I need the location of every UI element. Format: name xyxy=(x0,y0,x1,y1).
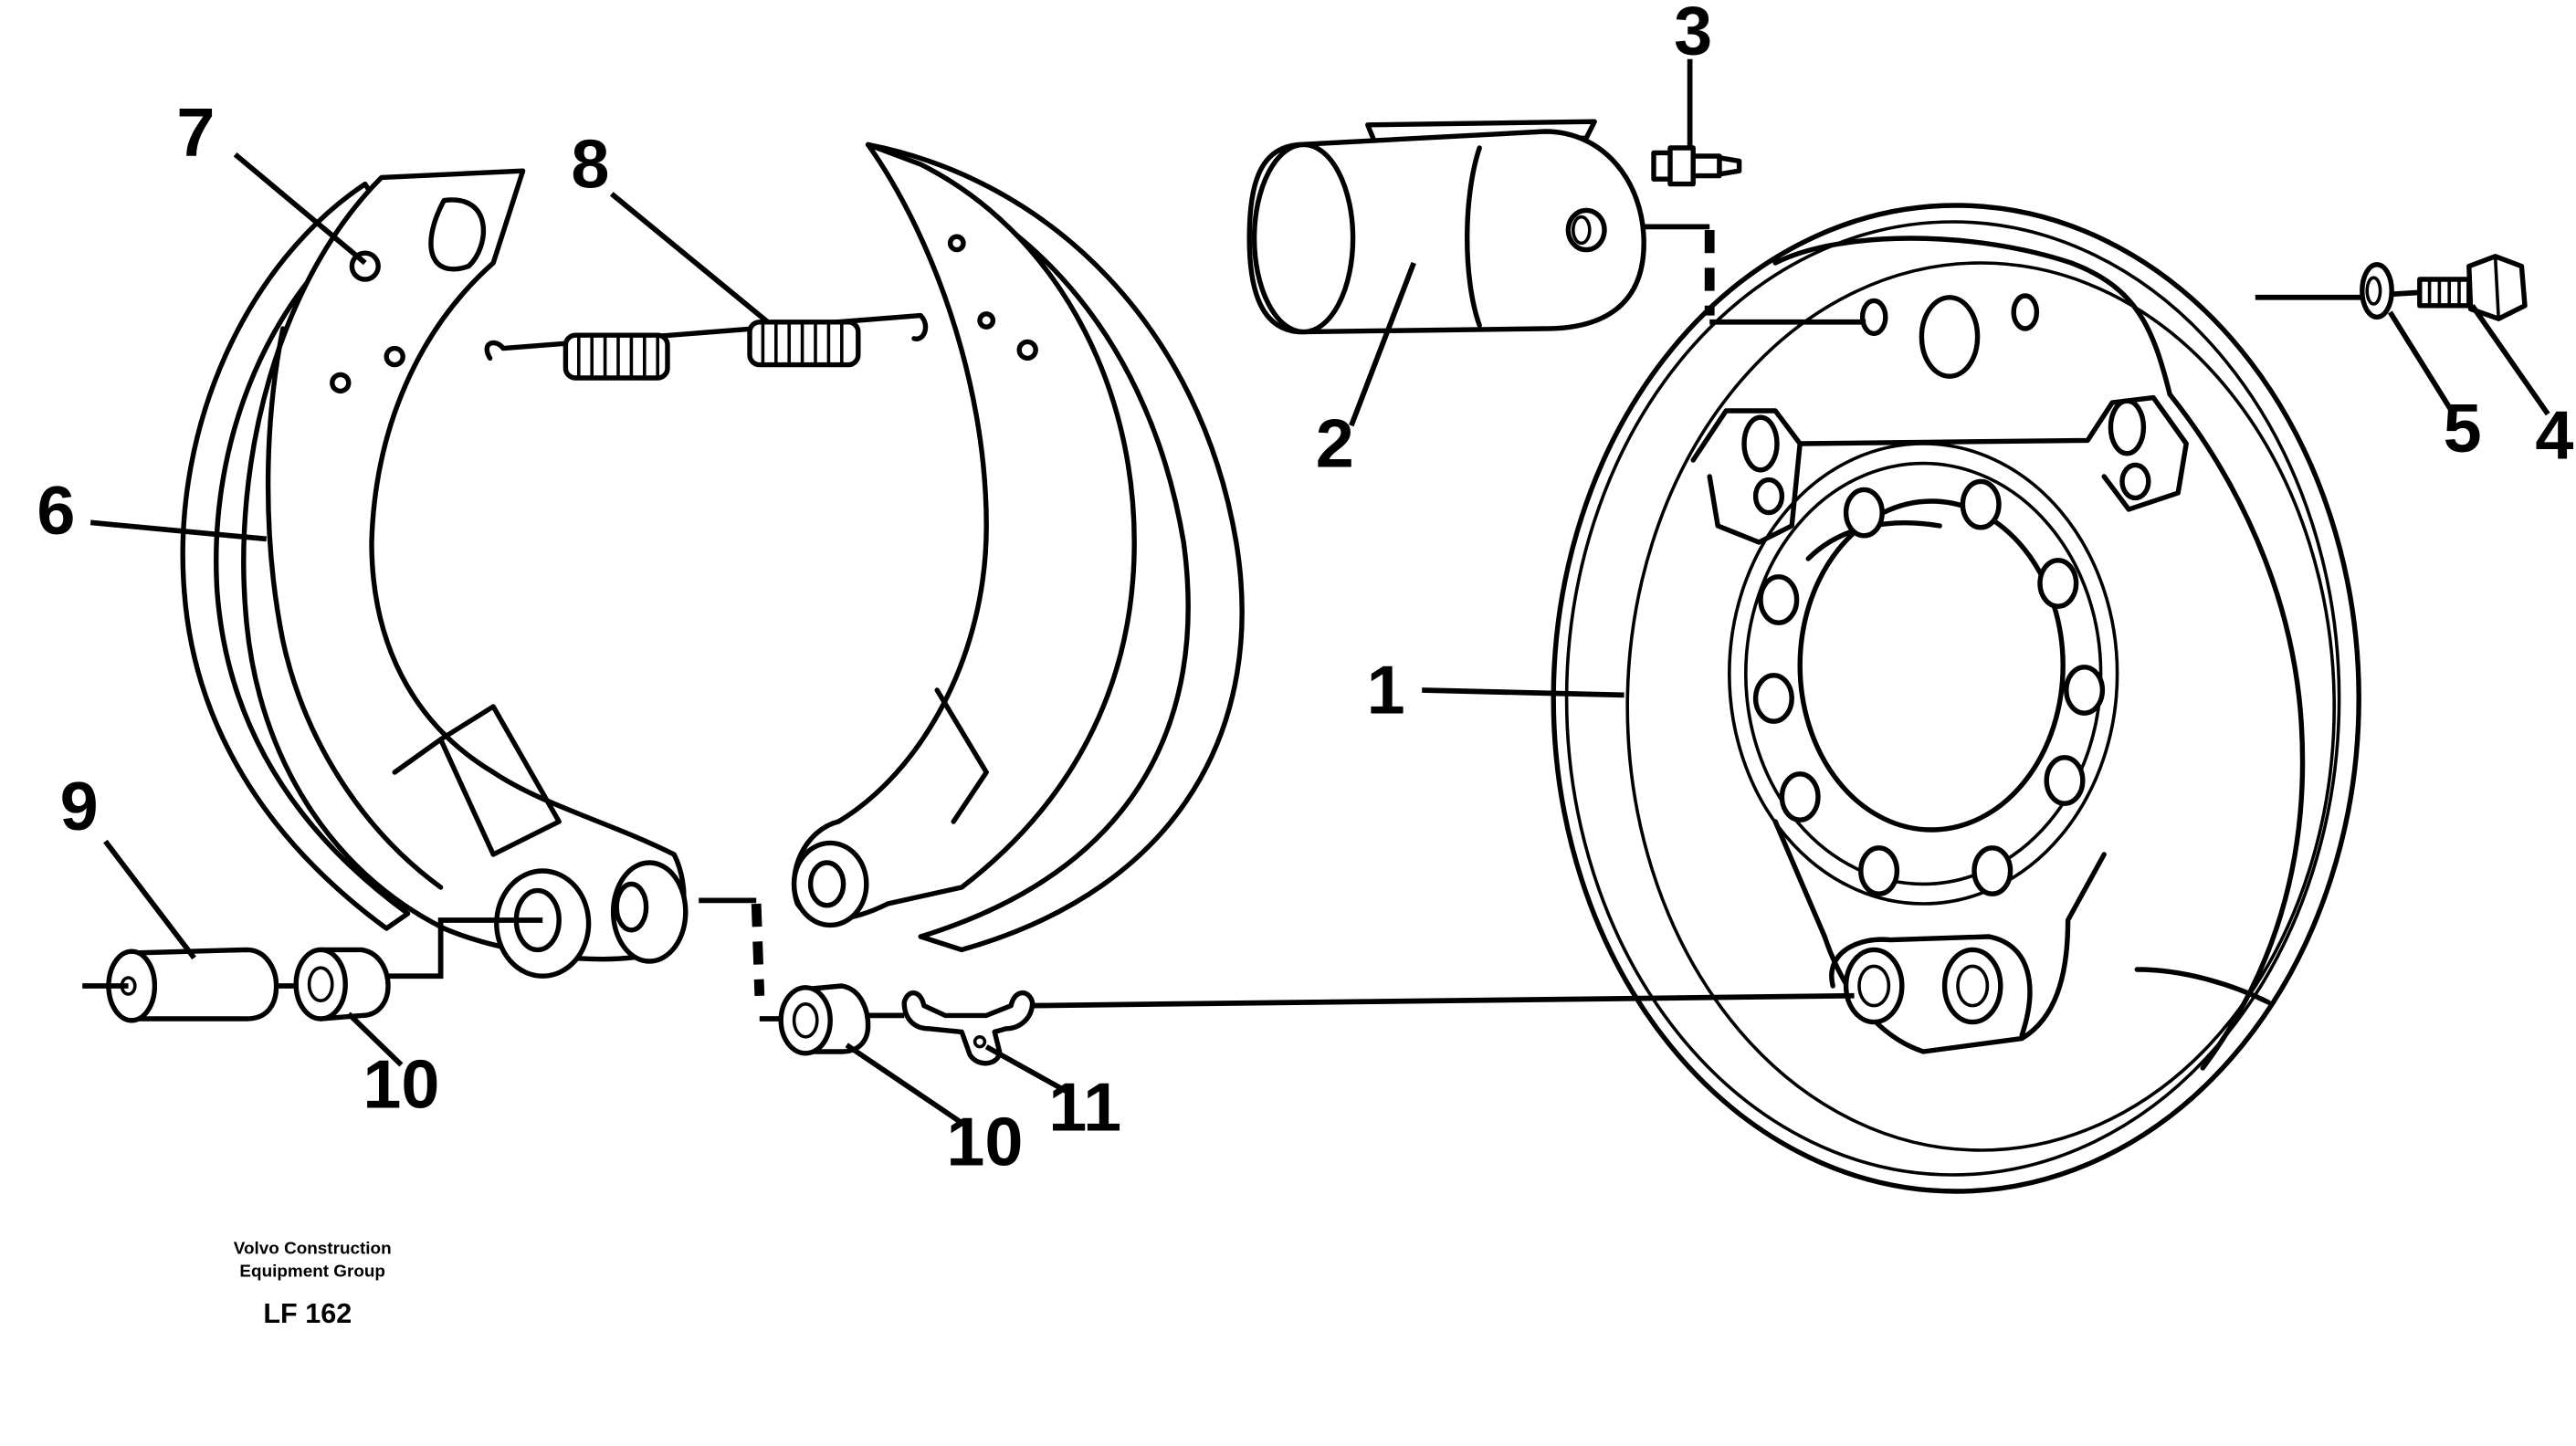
brake-shoe-right xyxy=(791,141,1245,953)
bleeder-screw xyxy=(1651,145,1742,187)
bushing-right xyxy=(778,983,871,1056)
callout-9: 9 xyxy=(60,769,99,845)
callout-1: 1 xyxy=(1367,652,1405,728)
spring-coil-right xyxy=(747,320,861,368)
callout-6: 6 xyxy=(37,473,75,550)
spring-coil-left xyxy=(563,332,670,381)
callout-4: 4 xyxy=(2535,397,2573,474)
callout-7: 7 xyxy=(176,95,215,172)
callout-3: 3 xyxy=(1674,0,1712,70)
assembly-lines xyxy=(82,224,2420,1022)
anchor-pin xyxy=(106,947,279,1023)
drawing-code: LF 162 xyxy=(263,1298,352,1329)
callout-2: 2 xyxy=(1316,405,1354,482)
callout-11: 11 xyxy=(1048,1070,1121,1147)
callout-leaders xyxy=(89,58,2550,1126)
company-name-line1: Volvo Construction xyxy=(234,1239,392,1258)
washer xyxy=(2360,262,2394,320)
callout-5: 5 xyxy=(2444,391,2482,467)
wheel-cylinder xyxy=(1246,119,1646,335)
brake-shoe-left xyxy=(180,168,689,979)
return-spring xyxy=(484,312,929,381)
callout-10-left: 10 xyxy=(363,1046,439,1123)
callout-8: 8 xyxy=(571,126,609,203)
retaining-clip xyxy=(901,990,1036,1066)
bushing-left xyxy=(293,947,391,1022)
callout-10-right: 10 xyxy=(946,1104,1023,1180)
mounting-bolt xyxy=(2417,254,2528,321)
company-name-line2: Equipment Group xyxy=(239,1263,385,1282)
backing-plate xyxy=(1551,203,2361,1194)
